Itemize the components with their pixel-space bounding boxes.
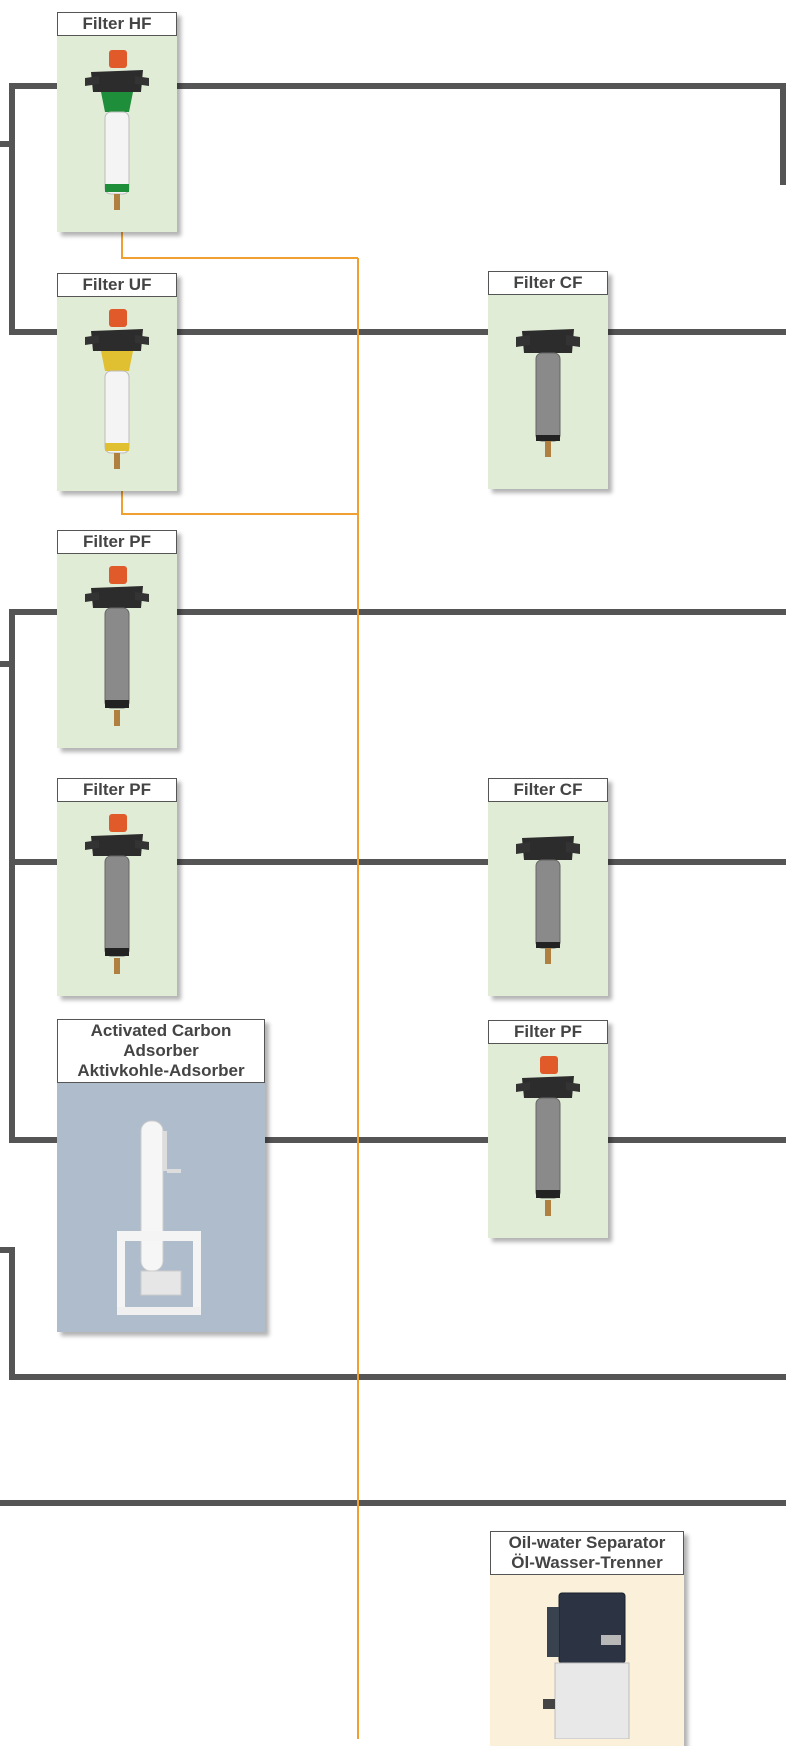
- separator-label: Oil-water Separator Öl-Wasser-Trenner: [490, 1531, 684, 1575]
- filter-pf-label: Filter PF: [57, 530, 177, 554]
- adsorber-label-line3: Aktivkohle-Adsorber: [77, 1061, 245, 1080]
- separator-label-line2: Öl-Wasser-Trenner: [511, 1553, 663, 1572]
- adsorber-label-line1: Activated Carbon: [90, 1021, 232, 1040]
- adsorber-label: Activated Carbon Adsorber Aktivkohle-Ads…: [57, 1019, 265, 1083]
- filter-hf-card: Filter HF: [57, 12, 177, 232]
- filter-icon: [516, 836, 580, 964]
- filter-icon: [85, 309, 149, 469]
- filter-cf-card: Filter CF: [488, 271, 608, 489]
- filter-icon: [85, 814, 149, 974]
- adsorber-label-line2: Adsorber: [123, 1041, 199, 1060]
- filter-uf-label: Filter UF: [57, 273, 177, 297]
- filter-icon: [85, 50, 149, 210]
- pipe-line-pf1: [0, 609, 786, 667]
- filter-pf-card: Filter PF: [488, 1020, 608, 1238]
- pipe-line-bottom-loop: [0, 1247, 786, 1380]
- filter-pf-label: Filter PF: [57, 778, 177, 802]
- filter-icon: [516, 329, 580, 457]
- condensate-line-hf: [121, 228, 358, 259]
- filter-pf-card: Filter PF: [57, 530, 177, 748]
- filter-cf-label: Filter CF: [488, 778, 608, 802]
- filter-cf-card: Filter CF: [488, 778, 608, 996]
- pipe-line-hf: [0, 83, 786, 147]
- separator-label-line1: Oil-water Separator: [508, 1533, 666, 1552]
- adsorber-card: Activated Carbon Adsorber Aktivkohle-Ads…: [57, 1019, 265, 1332]
- separator-card: Oil-water Separator Öl-Wasser-Trenner: [490, 1531, 684, 1746]
- adsorber-icon: [117, 1120, 201, 1315]
- filter-pf-label: Filter PF: [488, 1020, 608, 1044]
- condensate-line-uf: [121, 484, 358, 515]
- filter-pf-card: Filter PF: [57, 778, 177, 996]
- filter-uf-card: Filter UF: [57, 273, 177, 491]
- filter-icon: [516, 1056, 580, 1216]
- separator-icon: [543, 1592, 630, 1739]
- filter-icon: [85, 566, 149, 726]
- filter-hf-label: Filter HF: [57, 12, 177, 36]
- filter-cf-label: Filter CF: [488, 271, 608, 295]
